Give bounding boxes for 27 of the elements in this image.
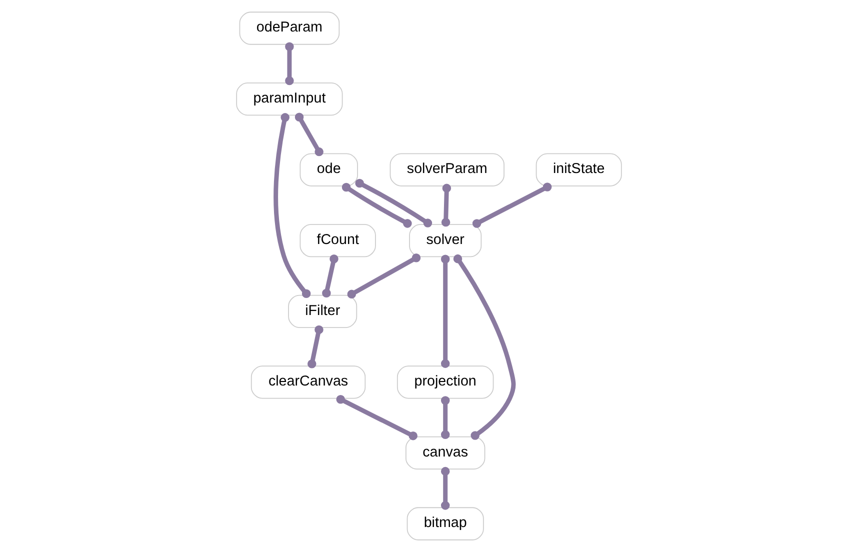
connector bbox=[441, 184, 452, 227]
node-box: solver bbox=[409, 224, 482, 258]
connector bbox=[336, 394, 418, 440]
connector bbox=[307, 325, 324, 368]
connector bbox=[322, 254, 338, 298]
node-box: paramInput bbox=[236, 82, 343, 116]
connector bbox=[274, 113, 311, 298]
node-box: fCount bbox=[300, 224, 376, 258]
connector bbox=[440, 254, 450, 368]
node-box: initState bbox=[536, 153, 622, 186]
node-box: iFilter bbox=[288, 294, 358, 328]
connector bbox=[440, 466, 450, 510]
node-box: canvas bbox=[405, 436, 486, 470]
node-box: clearCanvas bbox=[250, 366, 366, 399]
connector bbox=[285, 42, 294, 86]
connector bbox=[453, 254, 516, 440]
connector bbox=[347, 253, 421, 299]
node-box: solverParam bbox=[390, 153, 504, 186]
connector bbox=[342, 182, 412, 228]
connector bbox=[294, 112, 324, 156]
node-box: odeParam bbox=[239, 12, 340, 45]
node-box: ode bbox=[300, 153, 358, 186]
connector bbox=[440, 396, 450, 440]
node-box: bitmap bbox=[406, 507, 484, 540]
node-box: projection bbox=[396, 366, 494, 399]
connector bbox=[472, 182, 552, 228]
connector bbox=[355, 178, 432, 228]
